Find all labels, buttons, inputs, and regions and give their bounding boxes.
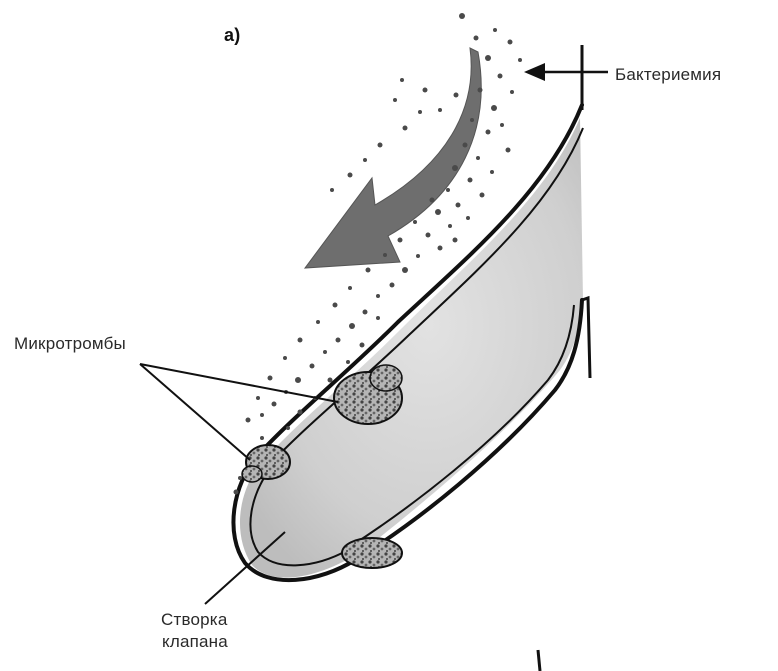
- panel-label: а): [224, 26, 240, 44]
- label-valve-leaflet-line1: Створка: [161, 611, 227, 628]
- pointer-arrow-icon: [524, 63, 608, 81]
- label-valve-leaflet-line2: клапана: [162, 633, 228, 650]
- label-microthrombi: Микротромбы: [14, 335, 126, 352]
- label-bacteremia: Бактериемия: [615, 66, 721, 83]
- microthrombus-lower: [342, 538, 402, 568]
- curved-flow-arrow-icon: [305, 48, 481, 268]
- wall-edge-bottom: [538, 650, 540, 671]
